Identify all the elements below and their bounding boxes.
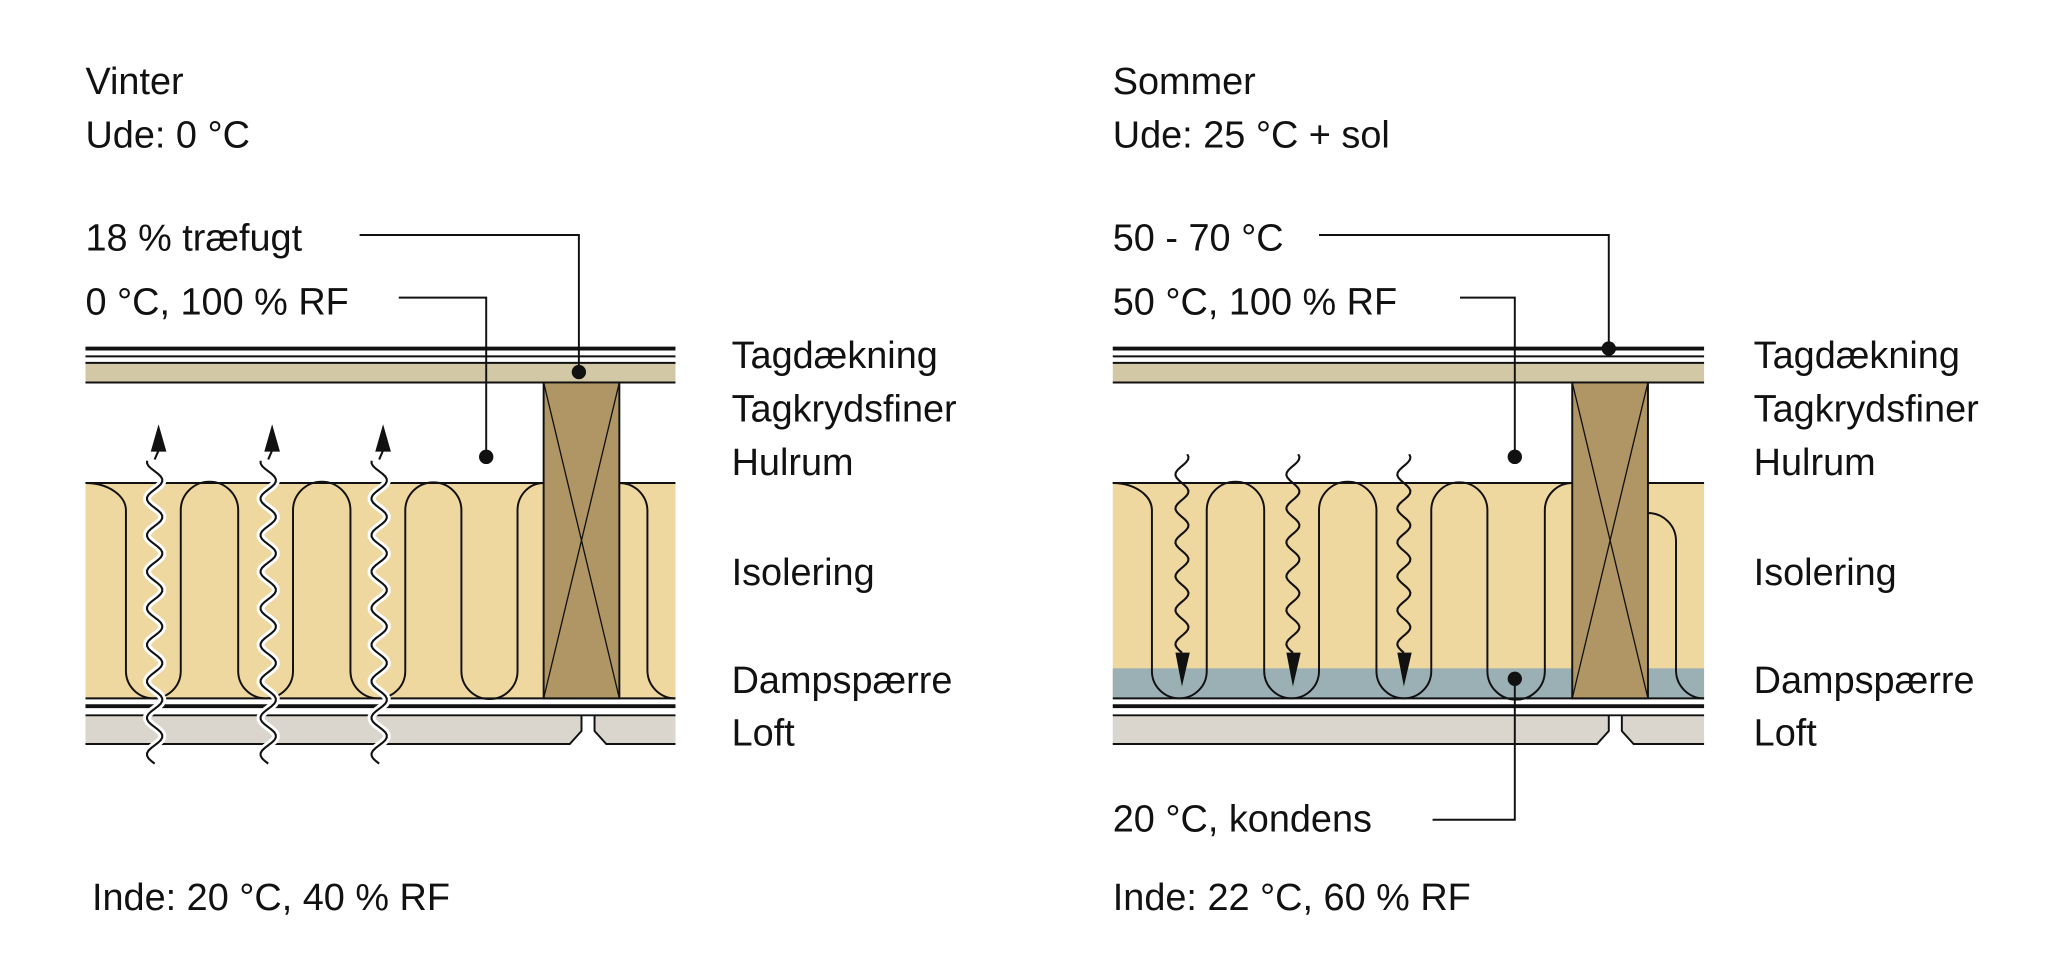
callout-line-wood bbox=[359, 233, 580, 373]
layer-label-plywood: Tagkrydsfiner bbox=[732, 389, 957, 431]
layer-label-ceiling: Loft bbox=[732, 712, 796, 754]
arrow-down-icon bbox=[1286, 652, 1301, 687]
arrow-up-icon bbox=[264, 424, 280, 452]
summer-inside: Inde: 22 °C, 60 % RF bbox=[1113, 877, 1471, 919]
layer-label-vapor-barrier: Dampspærre bbox=[1754, 660, 1975, 702]
vapor-flow-up bbox=[370, 460, 388, 765]
callout-line-condensation bbox=[1432, 678, 1516, 821]
layer-label-cavity: Hulrum bbox=[732, 442, 854, 484]
summer-outside: Ude: 25 °C + sol bbox=[1113, 115, 1390, 157]
callout-dot bbox=[1507, 449, 1522, 465]
heat-flow-down bbox=[1174, 453, 1190, 654]
insulation-batt-folds-right bbox=[1647, 512, 1705, 700]
layer-label-insulation: Isolering bbox=[732, 552, 875, 594]
summer-callout-roof: 50 - 70 °C bbox=[1113, 218, 1284, 260]
layer-label-cavity: Hulrum bbox=[1754, 442, 1876, 484]
winter-callout-wood: 18 % træfugt bbox=[85, 218, 302, 260]
callout-dot bbox=[1507, 671, 1522, 686]
arrow-down-icon bbox=[1397, 652, 1412, 687]
summer-callout-condensation: 20 °C, kondens bbox=[1113, 798, 1372, 840]
insulation-batt-folds bbox=[85, 480, 544, 700]
summer-layer-labels: Tagdækning Tagkrydsfiner Hulrum Isolerin… bbox=[1754, 335, 1979, 754]
layer-label-plywood: Tagkrydsfiner bbox=[1754, 389, 1979, 431]
ceiling-board-edge bbox=[1112, 715, 1610, 746]
layer-label-vapor-barrier: Dampspærre bbox=[732, 660, 953, 702]
winter-layer-labels: Tagdækning Tagkrydsfiner Hulrum Isolerin… bbox=[732, 335, 957, 754]
stud-cross-line bbox=[543, 382, 620, 699]
insulation-batt-folds bbox=[1112, 480, 1573, 701]
roof-plywood bbox=[85, 362, 676, 383]
insulation-batt-folds-right bbox=[619, 481, 676, 700]
winter-inside: Inde: 20 °C, 40 % RF bbox=[92, 877, 450, 919]
roof-plywood bbox=[1112, 362, 1705, 383]
ceiling-board bbox=[1621, 715, 1705, 745]
callout-dot bbox=[479, 449, 494, 465]
ceiling-board bbox=[1112, 715, 1609, 745]
arrow-down-icon bbox=[1175, 652, 1190, 687]
ceiling-board bbox=[594, 715, 676, 745]
stud-cross-line bbox=[1571, 382, 1649, 699]
heat-flow-down bbox=[1396, 453, 1412, 654]
callout-line-cavity bbox=[1459, 296, 1516, 457]
callout-dot bbox=[1601, 341, 1616, 356]
vapor-flow-stem bbox=[378, 449, 385, 460]
ceiling-board bbox=[85, 715, 582, 745]
ceiling-board-edge bbox=[593, 715, 676, 746]
layer-label-roofing: Tagdækning bbox=[732, 335, 938, 377]
summer-panel bbox=[1112, 233, 1705, 821]
vapor-flow-stem bbox=[153, 449, 160, 460]
summer-title: Sommer bbox=[1113, 61, 1256, 103]
vapor-flow-up bbox=[146, 460, 164, 765]
winter-title: Vinter bbox=[85, 61, 183, 103]
vapor-flow-stem bbox=[267, 449, 274, 460]
vapor-flow-up bbox=[259, 460, 277, 765]
winter-outside: Ude: 0 °C bbox=[85, 115, 249, 157]
callout-line-cavity bbox=[398, 296, 488, 457]
arrow-up-icon bbox=[150, 424, 167, 452]
layer-label-ceiling: Loft bbox=[1754, 712, 1818, 754]
arrow-up-icon bbox=[375, 424, 391, 452]
heat-flow-down bbox=[1285, 453, 1301, 654]
layer-label-insulation: Isolering bbox=[1754, 552, 1897, 594]
callout-line-roof bbox=[1319, 233, 1610, 349]
winter-panel bbox=[85, 233, 676, 767]
winter-callout-cavity: 0 °C, 100 % RF bbox=[85, 282, 348, 324]
callout-dot bbox=[571, 364, 587, 380]
ceiling-board-edge bbox=[1620, 715, 1705, 746]
ceiling-board-edge bbox=[85, 715, 583, 746]
summer-callout-cavity: 50 °C, 100 % RF bbox=[1113, 282, 1397, 324]
layer-label-roofing: Tagdækning bbox=[1754, 335, 1960, 377]
